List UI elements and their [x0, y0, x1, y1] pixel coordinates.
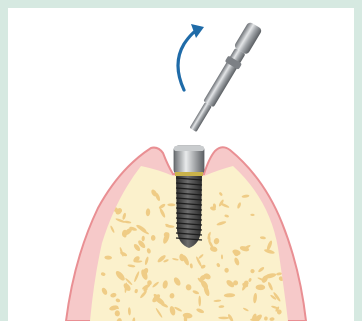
bone-trabecula: [272, 190, 277, 197]
screwdriver-tool: [186, 21, 263, 134]
implant-collar-band: [175, 172, 203, 176]
tool-tip: [190, 102, 212, 132]
bone-trabecula: [281, 192, 285, 197]
curved-arrow-icon: [178, 24, 204, 90]
diagram-panel: [8, 8, 354, 321]
implant-platform: [174, 146, 204, 151]
dental-implant: [174, 146, 204, 248]
tool-shaft: [203, 48, 245, 107]
implant-diagram: [8, 8, 354, 321]
